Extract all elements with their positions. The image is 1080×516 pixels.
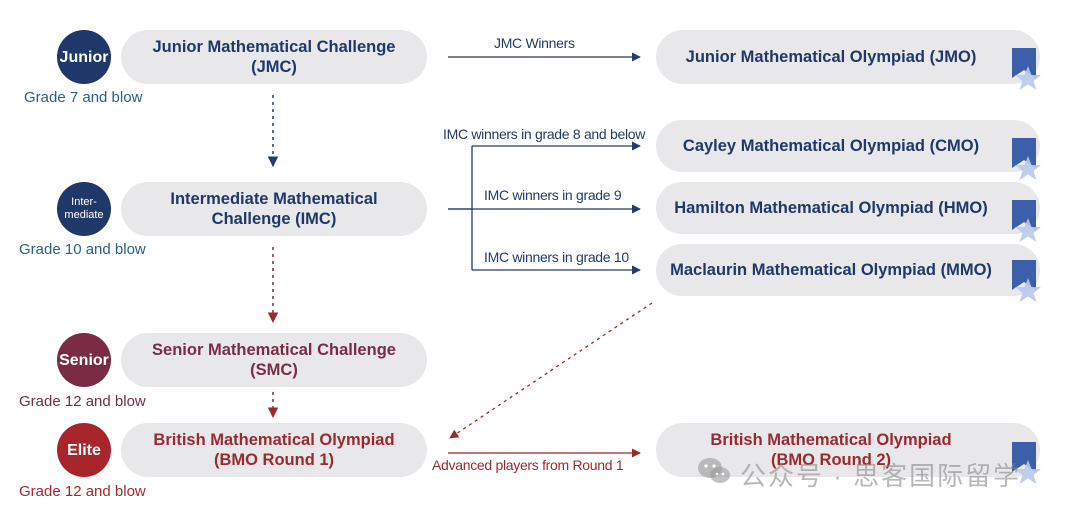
jmc-box: Junior Mathematical Challenge(JMC) — [121, 30, 427, 84]
bookmark-star-icon — [1012, 442, 1041, 484]
arrow-mmo-to-bmo1 — [449, 302, 653, 439]
label-jmc-winners: JMC Winners — [494, 35, 575, 51]
intermediate-badge: Inter-mediate — [57, 182, 111, 236]
grade-label-intermediate: Grade 10 and blow — [19, 241, 146, 258]
hmo-box: Hamilton Mathematical Olympiad (HMO) — [656, 182, 1040, 234]
bmo-round1-box: British Mathematical Olympiad(BMO Round … — [121, 423, 427, 477]
cmo-box: Cayley Mathematical Olympiad (CMO) — [656, 120, 1040, 172]
bookmark-star-icon — [1012, 260, 1041, 302]
elite-badge: Elite — [57, 423, 111, 477]
bookmark-star-icon — [1012, 138, 1041, 180]
senior-badge: Senior — [57, 333, 111, 387]
grade-label-elite: Grade 12 and blow — [19, 483, 146, 500]
label-imc-grade9: IMC winners in grade 9 — [484, 187, 622, 203]
label-advanced-players: Advanced players from Round 1 — [432, 457, 624, 473]
smc-box: Senior Mathematical Challenge(SMC) — [121, 333, 427, 387]
label-imc-grade10: IMC winners in grade 10 — [484, 249, 629, 265]
watermark-text: 公众号 · 思客国际留学 — [740, 461, 1022, 491]
bookmark-star-icon — [1012, 200, 1041, 242]
label-imc-grade8: IMC winners in grade 8 and below — [443, 126, 646, 142]
wechat-icon — [696, 456, 732, 486]
grade-label-senior: Grade 12 and blow — [19, 393, 146, 410]
jmo-box: Junior Mathematical Olympiad (JMO) — [656, 30, 1040, 84]
grade-label-junior: Grade 7 and blow — [24, 89, 143, 106]
mmo-box: Maclaurin Mathematical Olympiad (MMO) — [656, 244, 1040, 296]
junior-badge: Junior — [57, 30, 111, 84]
bookmark-star-icon — [1012, 48, 1041, 90]
